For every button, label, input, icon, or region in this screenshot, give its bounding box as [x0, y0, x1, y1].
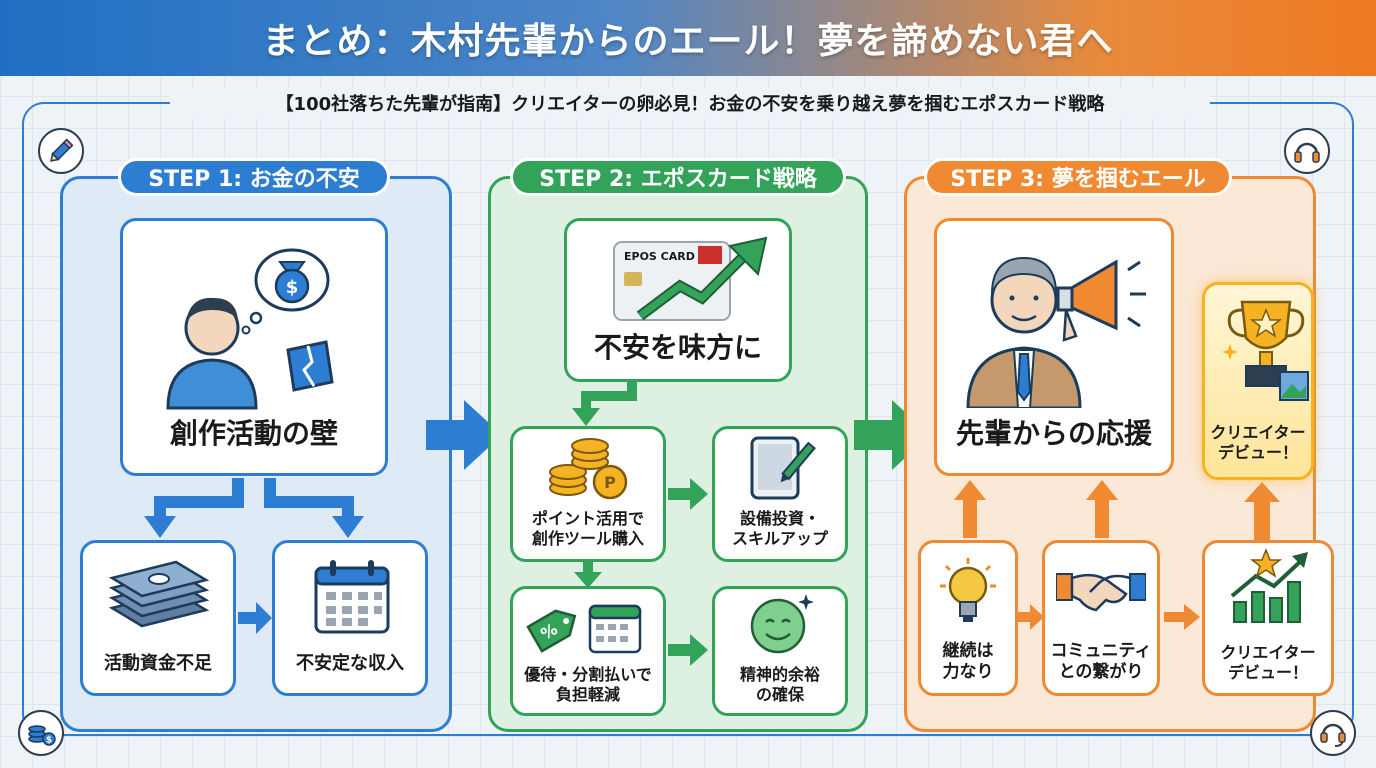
step1-main-card-text: 創作活動の壁 [169, 417, 338, 450]
lightbulb-icon [940, 558, 996, 622]
arrow-up-icon [1086, 480, 1118, 538]
step3-goal-card-line1: クリエイター [1210, 423, 1306, 442]
step3-card-persist-line1: 継続は [942, 640, 994, 661]
step3-card-persist-line2: 力なり [942, 661, 994, 682]
pencil-icon [38, 128, 84, 174]
coins-icon: $ [18, 710, 64, 756]
discount-tag-calendar-icon: % [526, 604, 642, 654]
smile-face-icon [750, 594, 814, 654]
step3-main-card: 先輩からの応援 [934, 218, 1174, 476]
step2-label: STEP 2: エポスカード戦略 [510, 158, 846, 196]
arrow-right-icon [1018, 604, 1044, 630]
step2-card-points-line2: 創作ツール購入 [531, 529, 644, 548]
step2-card-discount-line1: 優待・分割払いで [524, 665, 652, 684]
step2-main-card-text: 不安を味方に [593, 331, 762, 364]
step1-label: STEP 1: お金の不安 [118, 158, 390, 196]
coins-points-icon: P [549, 438, 628, 500]
arrow-right-icon [238, 602, 272, 634]
headset-icon [1310, 710, 1356, 756]
page-title: まとめ：木村先輩からのエール！夢を諦めない君へ [262, 21, 1114, 62]
step1-main-card: 創作活動の壁 [120, 218, 388, 476]
trophy-icon [1222, 300, 1309, 401]
step3-card-community: コミュニティ との繋がり [1042, 540, 1160, 696]
step2-card-relief-line2: の確保 [755, 685, 804, 704]
cash-stack-icon [108, 560, 210, 628]
step3-card-community-line1: コミュニティ [1050, 640, 1152, 661]
senior-megaphone-icon [966, 256, 1146, 408]
split-arrow-icon [144, 478, 364, 538]
svg-text:P: P [604, 473, 616, 492]
big-arrow-blue-icon [426, 400, 502, 470]
tablet-pen-icon [750, 436, 816, 500]
arrow-up-icon [954, 480, 986, 538]
step3-label: STEP 3: 夢を掴むエール [924, 158, 1232, 196]
step3-card-debut-line1: クリエイター [1220, 643, 1316, 662]
calendar-icon [314, 560, 390, 634]
header-banner: まとめ：木村先輩からのエール！夢を諦めない君へ [0, 0, 1376, 76]
step3-card-community-line2: との繋がり [1058, 661, 1144, 682]
headphones-icon [1284, 128, 1330, 174]
arrow-down-icon [574, 562, 602, 588]
arrow-right-icon [1164, 604, 1200, 630]
svg-text:$: $ [286, 277, 299, 298]
subtitle: 【100社落ちた先輩が指南】クリエイターの卵必見！お金の不安を乗り越え夢を掴むエ… [170, 88, 1210, 118]
step2-card-discount-line2: 負担軽減 [555, 685, 620, 704]
step3-goal-card-line2: デビュー！ [1217, 443, 1298, 462]
step1-card-income-text: 不安定な収入 [296, 652, 404, 674]
bend-arrow-icon [572, 382, 637, 426]
arrow-right-icon [668, 634, 708, 666]
worried-person-icon: $ [166, 248, 334, 410]
step2-card-invest-line1: 設備投資・ [739, 509, 820, 528]
step2-card-points-line1: ポイント活用で [531, 509, 644, 528]
step1-card-funds-text: 活動資金不足 [104, 652, 212, 674]
handshake-icon [1056, 573, 1146, 612]
arrow-up-icon [1244, 482, 1280, 540]
credit-card-growth-icon [613, 236, 768, 321]
svg-text:$: $ [46, 736, 52, 746]
arrow-right-icon [668, 478, 708, 510]
step3-main-card-text: 先輩からの応援 [955, 417, 1152, 450]
step2-card-invest-line2: スキルアップ [731, 529, 828, 548]
step2-card-relief-line1: 精神的余裕 [739, 665, 820, 684]
growth-chart-star-icon [1230, 548, 1308, 623]
epos-card-brand: EPOS CARD [624, 250, 695, 263]
step3-card-debut-line2: デビュー！ [1227, 663, 1308, 682]
